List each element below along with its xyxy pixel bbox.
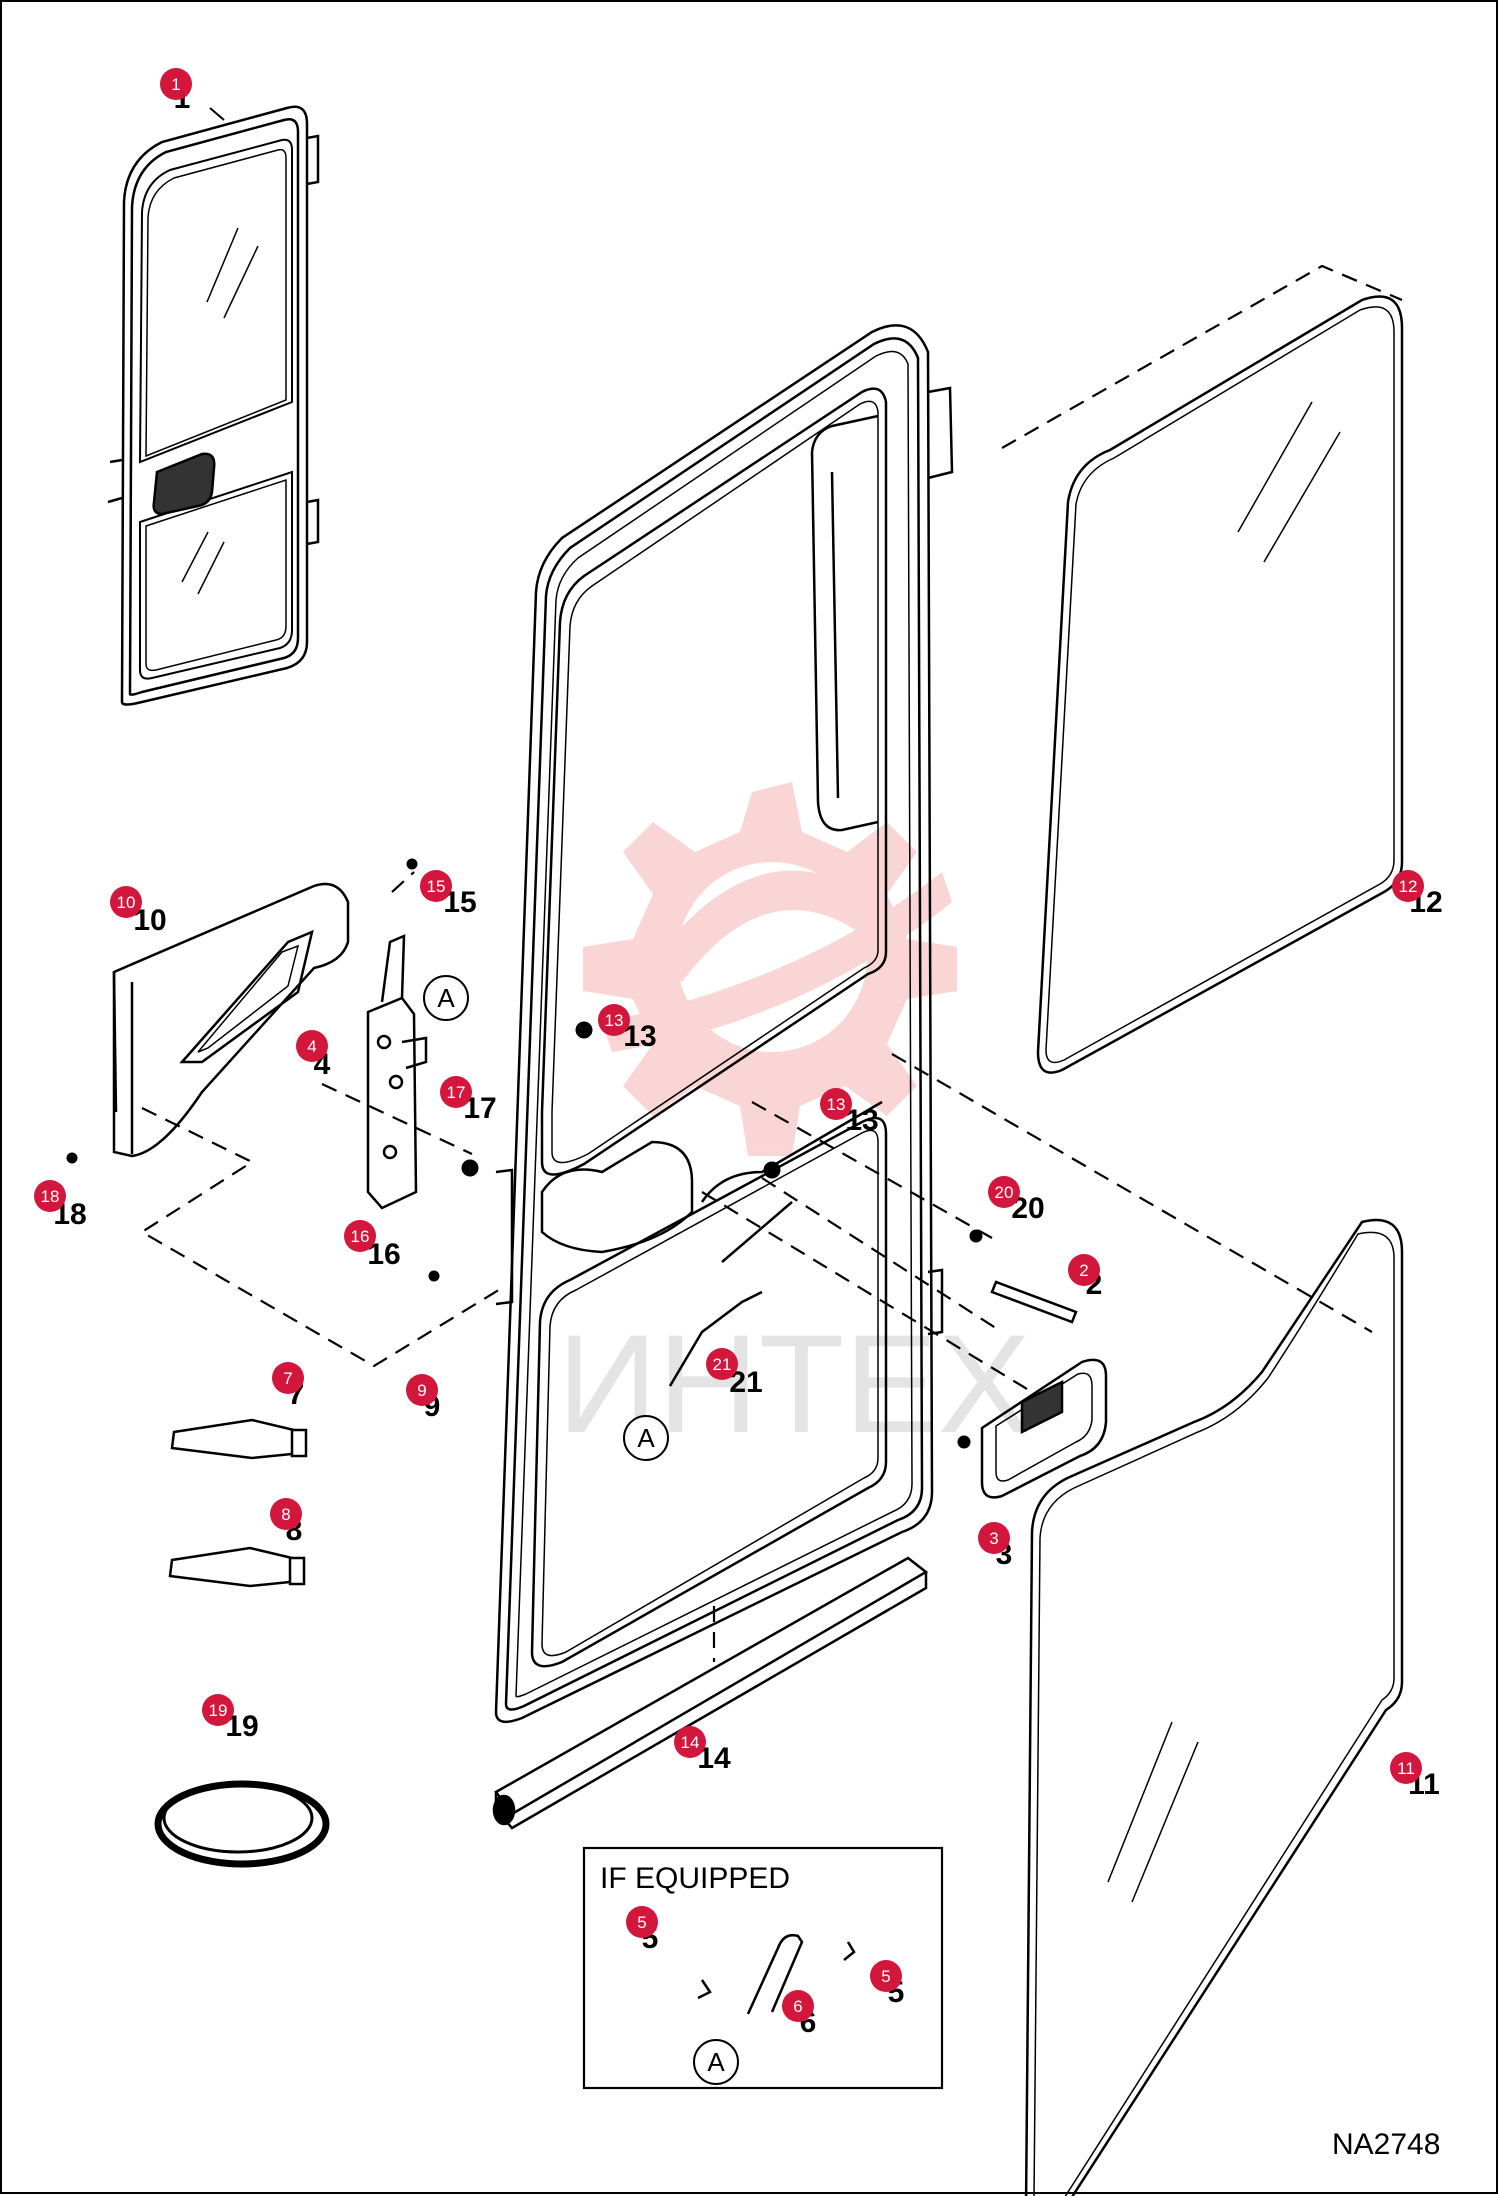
callout-badge-label-c1: 1 — [171, 75, 180, 94]
callout-badge-c11 — [1390, 1752, 1422, 1784]
callouts: 1122334455556677889910101111121213131313… — [34, 68, 1443, 2039]
bottom-seal-strip — [492, 1556, 929, 1830]
callout-badge-label-c7: 7 — [283, 1369, 292, 1388]
callout-badge-label-c2: 2 — [1079, 1261, 1088, 1280]
ref-a-inset: A — [693, 2039, 739, 2085]
connecting-rod — [668, 1290, 763, 1387]
door-frame — [494, 324, 954, 1724]
callout-badge-c19 — [202, 1694, 234, 1726]
callout-badge-c18 — [34, 1180, 66, 1212]
callout-badge-label-c19: 19 — [209, 1701, 228, 1720]
callout-badge-c9 — [406, 1374, 438, 1406]
callout-badge-label-c8: 8 — [281, 1505, 290, 1524]
hardware — [66, 858, 983, 1449]
callout-badge-label-c6: 6 — [793, 1997, 802, 2016]
callout-badge-label-c4: 4 — [307, 1037, 316, 1056]
callout-badge-label-c5a: 5 — [637, 1913, 646, 1932]
callout-badge-label-c14: 14 — [681, 1733, 700, 1752]
callout-badge-label-c13b: 13 — [827, 1095, 846, 1114]
explode-lines — [139, 264, 1403, 1662]
callout-badge-label-c17: 17 — [447, 1083, 466, 1102]
callout-badge-c5a — [626, 1906, 658, 1938]
upper-glass-panel — [1036, 295, 1404, 1074]
svg-text:A: A — [707, 2047, 725, 2077]
ref-a-latch: A — [423, 975, 469, 1021]
callout-badge-label-c9: 9 — [417, 1381, 426, 1400]
callout-badge-c20 — [988, 1176, 1020, 1208]
callout-badge-c12 — [1392, 870, 1424, 902]
callout-badge-label-c20: 20 — [995, 1183, 1014, 1202]
callout-badge-c7 — [272, 1362, 304, 1394]
callout-badge-label-c3: 3 — [989, 1529, 998, 1548]
adhesive-tube-8 — [168, 1546, 306, 1588]
callout-badge-c4 — [296, 1030, 328, 1062]
handle-bracket — [112, 882, 350, 1158]
callout-badge-c15 — [420, 870, 452, 902]
door-assembly-thumbnail — [107, 105, 320, 706]
callout-badge-label-c5b: 5 — [881, 1967, 890, 1986]
watermark-logo — [583, 782, 957, 1156]
callout-badge-label-c13a: 13 — [605, 1011, 624, 1030]
inset-frame — [582, 1846, 944, 2090]
callout-badge-c3 — [978, 1522, 1010, 1554]
callout-badge-c2 — [1068, 1254, 1100, 1286]
inner-door-handle — [980, 1358, 1108, 1499]
callout-badge-c16 — [344, 1220, 376, 1252]
callout-badge-label-c12: 12 — [1399, 877, 1418, 896]
callout-badge-c14 — [674, 1726, 706, 1758]
adhesive-tube-7 — [170, 1418, 308, 1460]
callout-badge-label-c18: 18 — [41, 1187, 60, 1206]
callout-badge-c10 — [110, 886, 142, 918]
inset-parts — [697, 1934, 856, 2015]
pin — [990, 1280, 1078, 1324]
callout-badge-c1 — [160, 68, 192, 100]
callout-badge-c6 — [782, 1990, 814, 2022]
latch-mechanism — [366, 934, 428, 1210]
seal-coil — [154, 1780, 330, 1868]
svg-text:A: A — [637, 1423, 655, 1453]
callout-badge-label-c16: 16 — [351, 1227, 370, 1246]
callout-badge-c21 — [706, 1348, 738, 1380]
inset-title: IF EQUIPPED — [600, 1862, 790, 1895]
callout-badge-c13a — [598, 1004, 630, 1036]
ref-a-rod: A — [623, 1415, 669, 1461]
callout-badge-label-c15: 15 — [427, 877, 446, 896]
callout-badge-label-c10: 10 — [117, 893, 136, 912]
diagram-code: NA2748 — [1332, 2128, 1440, 2161]
callout-badge-label-c21: 21 — [713, 1355, 732, 1374]
callout-badge-c8 — [270, 1498, 302, 1530]
svg-text:A: A — [437, 983, 455, 1013]
lower-glass-panel — [1024, 1218, 1404, 2196]
callout-badge-c17 — [440, 1076, 472, 1108]
callout-badge-label-c11: 11 — [1397, 1759, 1415, 1778]
callout-badge-c13b — [820, 1088, 852, 1120]
callout-badge-c5b — [870, 1960, 902, 1992]
